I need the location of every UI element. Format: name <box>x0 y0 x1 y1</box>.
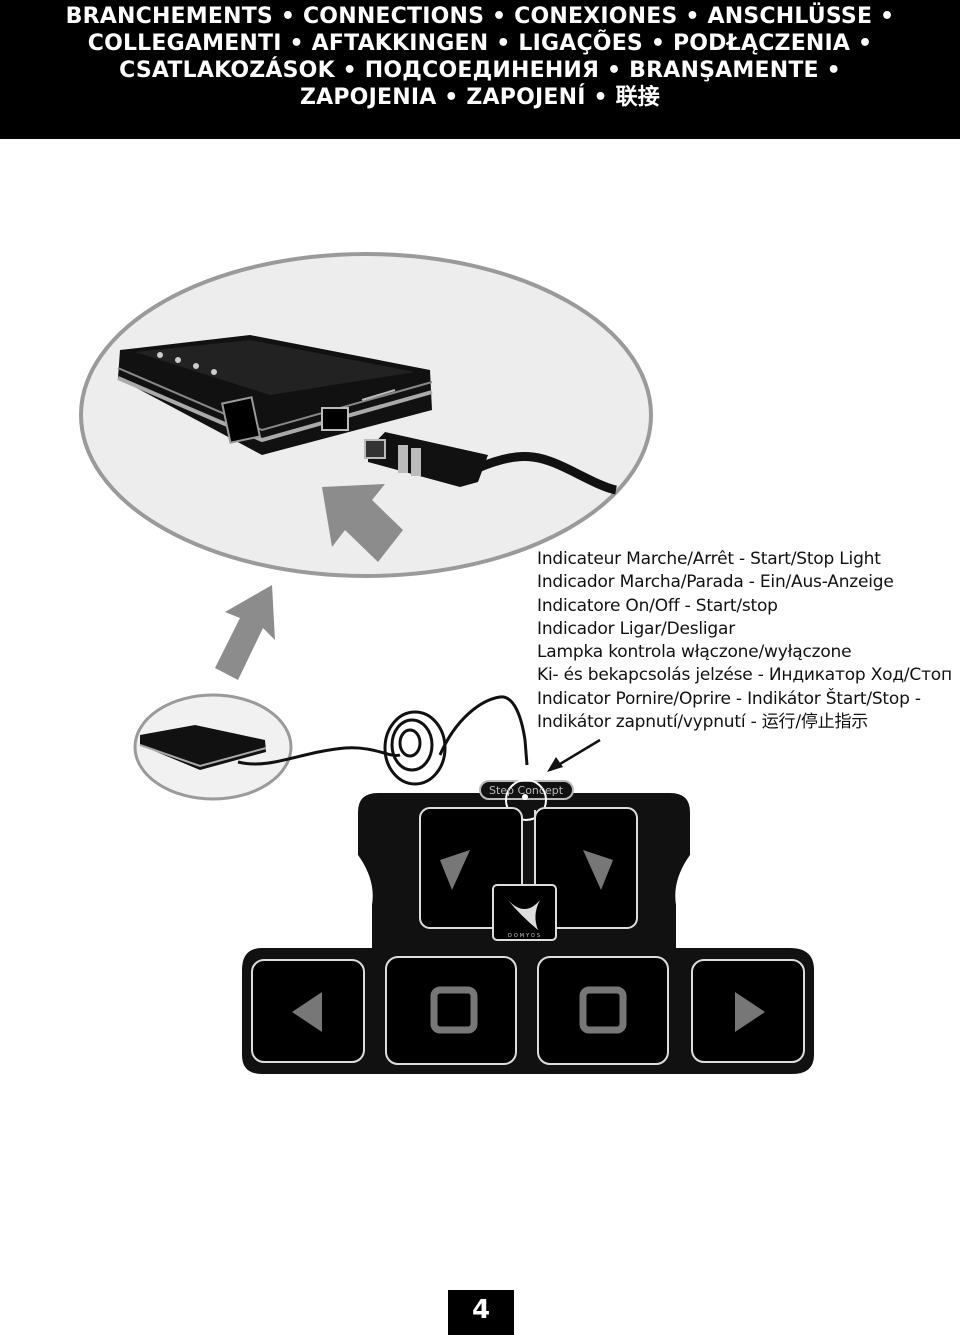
cable <box>237 746 401 766</box>
caption-line-7: Indicator Pornire/Oprire - Indikátor Šta… <box>537 688 921 709</box>
caption-line-5: Lampka kontrola włączone/wyłączone <box>537 642 852 663</box>
small-console-icon <box>139 725 267 770</box>
mat-label: Step Concept <box>489 784 564 797</box>
mat-logo-text: DOMYOS <box>508 933 542 939</box>
coiled-cable-icon <box>383 710 447 786</box>
caption-line-2: Indicador Marcha/Parada - Ein/Aus-Anzeig… <box>537 572 894 593</box>
caption-line-8: Indikátor zapnutí/vypnutí - 运行/停止指示 <box>537 712 869 733</box>
header-line-1: BRANCHEMENTS • CONNECTIONS • CONEXIONES … <box>65 4 895 29</box>
mat-logo-icon <box>508 900 540 930</box>
step-mat <box>242 779 814 1074</box>
header-line-2: COLLEGAMENTI • AFTAKKINGEN • LIGAÇÕES • … <box>87 31 873 56</box>
caption-line-1: Indicateur Marche/Arrêt - Start/Stop Lig… <box>537 549 881 569</box>
console-device-icon <box>117 335 433 455</box>
caption-line-3: Indicatore On/Off - Start/stop <box>537 595 778 616</box>
header-line-3: CSATLAKOZÁSOK • ПОДСОЕДИНЕНИЯ • BRANŞAME… <box>119 58 841 83</box>
up-arrow-icon <box>215 585 275 680</box>
cable-to-mat <box>438 695 529 766</box>
header-banner: BRANCHEMENTS • CONNECTIONS • CONEXIONES … <box>0 0 960 139</box>
page-number: 4 <box>448 1290 514 1335</box>
usb-plug-icon <box>364 432 618 495</box>
header-line-4: ZAPOJENIA • ZAPOJENÍ • 联接 <box>299 85 661 110</box>
caption-line-6: Ki- és bekapcsolás jelzése - Индикатор Х… <box>537 665 952 686</box>
pointer-arrow-icon <box>322 484 403 562</box>
indicator-caption: Indicateur Marche/Arrêt - Start/Stop Lig… <box>537 548 952 734</box>
caption-line-4: Indicador Ligar/Desligar <box>537 618 736 639</box>
